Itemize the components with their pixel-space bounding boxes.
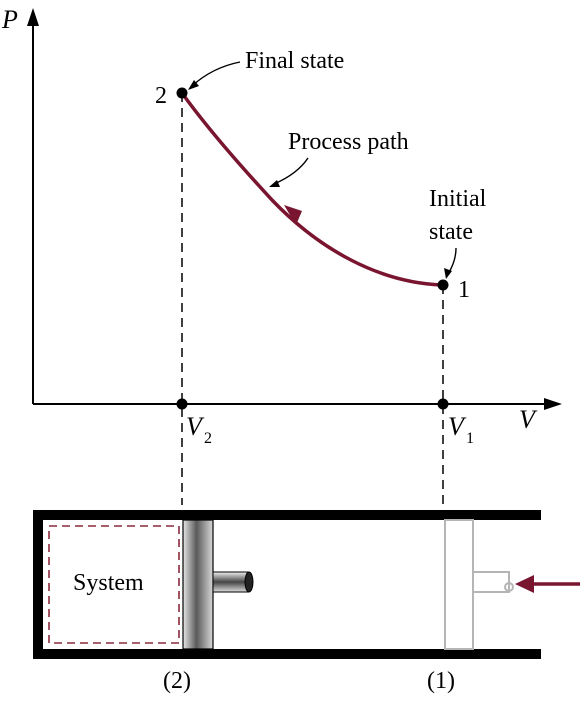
push-force-arrow-icon bbox=[515, 575, 534, 593]
initial-state-annotation-line2: state bbox=[429, 219, 473, 245]
final-state-annotation: Final state bbox=[245, 48, 344, 74]
process-direction-arrow-icon bbox=[284, 205, 302, 225]
y-axis-label: P bbox=[1, 5, 18, 34]
piston-rod-final bbox=[212, 571, 250, 593]
piston-final bbox=[182, 519, 214, 650]
cylinder-top-wall bbox=[33, 510, 541, 520]
final-state-leader-arrow-icon bbox=[188, 80, 199, 90]
process-path-annotation: Process path bbox=[288, 129, 409, 155]
system-boundary bbox=[48, 525, 180, 644]
v2-axis-point bbox=[176, 398, 188, 410]
piston-initial-ghost bbox=[444, 519, 474, 650]
position-1-label: (1) bbox=[427, 668, 455, 694]
piston-rod-end-initial-ghost bbox=[504, 582, 514, 592]
y-axis-arrow-icon bbox=[27, 8, 39, 26]
system-label: System bbox=[73, 570, 144, 596]
initial-state-annotation-line1: Initial bbox=[429, 186, 487, 212]
cylinder-left-wall bbox=[33, 510, 43, 659]
x-axis-arrow-icon bbox=[544, 398, 562, 410]
point-1-label: 1 bbox=[458, 277, 470, 303]
piston-cylinder-device: System bbox=[33, 510, 580, 659]
piston-rod-initial-ghost bbox=[472, 571, 510, 593]
process-path-leader bbox=[273, 157, 309, 185]
final-state-leader bbox=[191, 61, 241, 87]
v1-label: V bbox=[448, 412, 467, 441]
v1-axis-point bbox=[437, 398, 449, 410]
position-2-label: (2) bbox=[163, 668, 191, 694]
v1-subscript: 1 bbox=[466, 430, 474, 447]
v2-label: V bbox=[186, 412, 205, 441]
initial-state-leader-arrow-icon bbox=[444, 268, 452, 279]
initial-state-point bbox=[437, 279, 449, 291]
v2-subscript: 2 bbox=[204, 430, 212, 447]
x-axis-label: V bbox=[519, 405, 538, 434]
final-state-point bbox=[176, 87, 188, 99]
piston-rod-end-final bbox=[244, 571, 254, 593]
process-path-leader-arrow-icon bbox=[269, 180, 280, 187]
cylinder-bottom-wall bbox=[33, 649, 541, 659]
process-path-curve bbox=[180, 91, 444, 287]
point-2-label: 2 bbox=[155, 83, 167, 109]
